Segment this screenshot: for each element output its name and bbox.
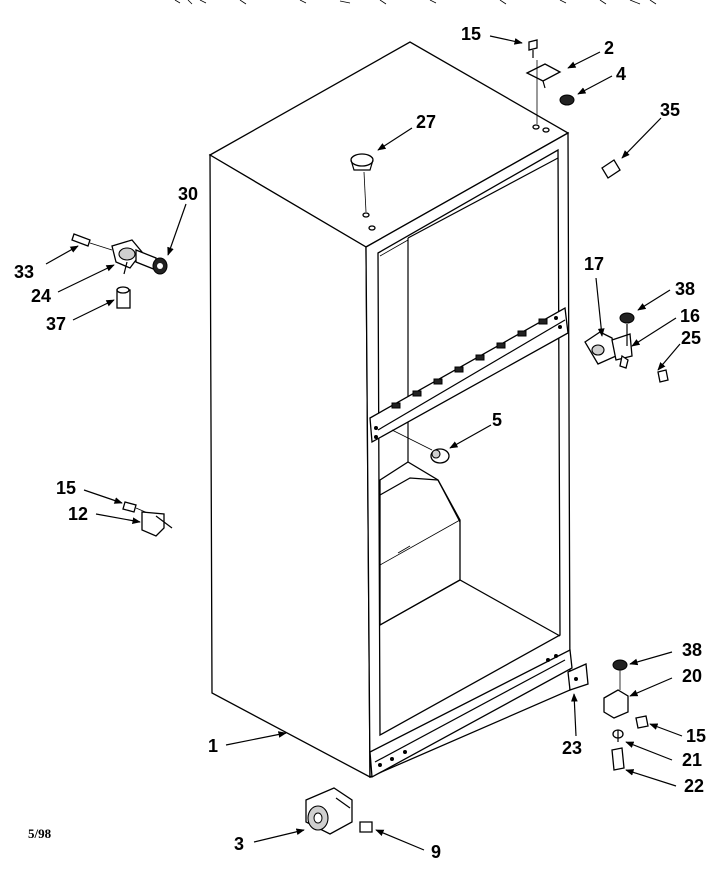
callout-30: 30: [178, 184, 198, 204]
callout-33: 33: [14, 262, 34, 282]
center-hinge: [584, 312, 669, 383]
callout-24: 24: [31, 286, 51, 306]
callout-9: 9: [431, 842, 441, 862]
callout-25: 25: [681, 328, 701, 348]
leader-lines: [45, 35, 683, 851]
cabinet: [208, 41, 573, 779]
callout-16: 16: [680, 306, 700, 326]
roller-3: [305, 787, 353, 835]
plug-5: [391, 429, 450, 464]
bottom-hinge: [603, 659, 649, 771]
callout-2: 2: [604, 38, 614, 58]
washer-4: [559, 94, 575, 106]
callout-22: 22: [684, 776, 704, 796]
callout-20: 20: [682, 666, 702, 686]
hinge-assembly-left: [71, 233, 168, 309]
screw-15-top: [528, 39, 538, 58]
callout-38-top: 38: [675, 279, 695, 299]
callout-27: 27: [416, 112, 436, 132]
screw-9: [359, 821, 373, 833]
callout-5: 5: [492, 410, 502, 430]
callout-17: 17: [584, 254, 604, 274]
cap-35: [601, 159, 621, 179]
callout-21: 21: [682, 750, 702, 770]
callout-15-left: 15: [56, 478, 76, 498]
top-hinge-2: [525, 60, 562, 124]
callout-23: 23: [562, 738, 582, 758]
mullion-rivets: [374, 316, 562, 439]
callout-3: 3: [234, 834, 244, 854]
callout-35: 35: [660, 100, 680, 120]
callout-37: 37: [46, 314, 66, 334]
callout-15-top: 15: [461, 24, 481, 44]
callout-12: 12: [68, 504, 88, 524]
cropped-top-text: [174, 0, 657, 5]
callout-4: 4: [616, 64, 626, 84]
bracket-12: [122, 501, 173, 537]
callout-38-bottom: 38: [682, 640, 702, 660]
callout-1: 1: [208, 736, 218, 756]
date-code: 5/98: [28, 826, 52, 841]
plate-23: [567, 663, 589, 691]
plug-27: [350, 153, 374, 213]
callout-15-bottom: 15: [686, 726, 706, 746]
callout-labels: 15 2 4 35 27 30 33 24 37 17 38 16 25 5 1…: [14, 24, 706, 862]
